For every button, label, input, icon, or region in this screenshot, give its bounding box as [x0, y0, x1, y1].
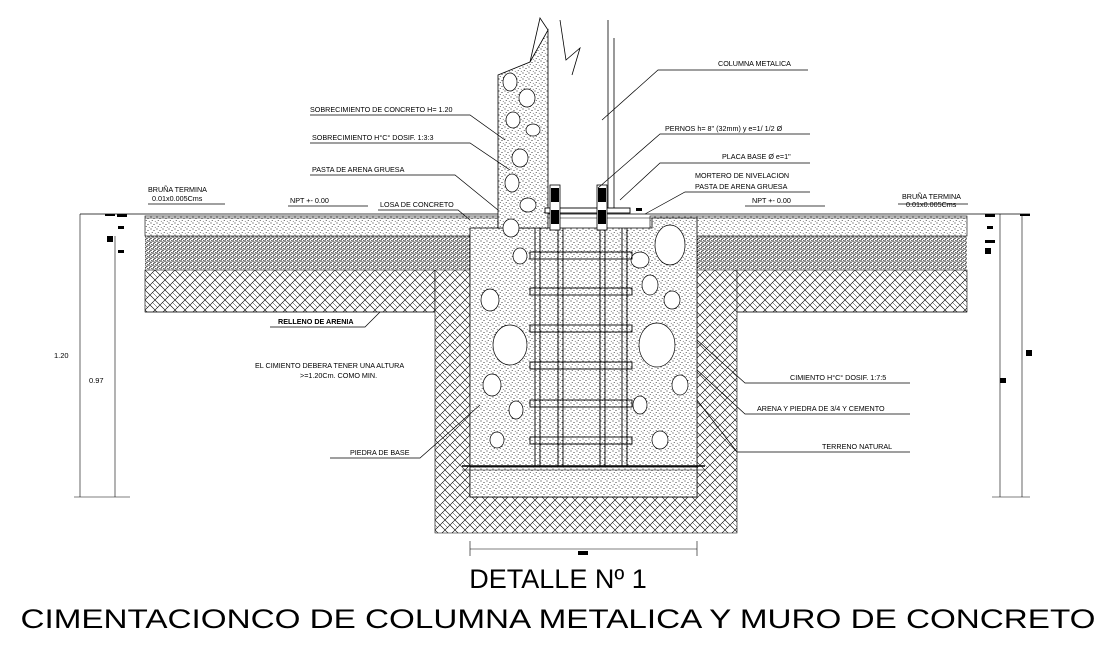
label-columna-metalica: COLUMNA METALICA	[718, 59, 791, 68]
ground-layers	[80, 213, 1030, 534]
label-mortero-2: PASTA DE ARENA GRUESA	[695, 182, 788, 191]
label-sobrecimiento-dosif: SOBRECIMIENTO H°C° DOSIF. 1:3:3	[312, 133, 433, 142]
label-placa-base: PLACA BASE Ø e=1"	[722, 152, 791, 161]
dimension-lines: 1.20 0.97	[54, 214, 1032, 556]
label-mortero-1: MORTERO DE NIVELACION	[695, 171, 789, 180]
label-bruna-left-1: BRUÑA TERMINA	[148, 185, 207, 194]
dim-inner: 0.97	[89, 376, 104, 385]
rebar-cage	[529, 228, 633, 466]
label-npt-right: NPT +- 0.00	[752, 196, 791, 205]
dim-outer: 1.20	[54, 351, 69, 360]
label-bruna-right-1: BRUÑA TERMINA	[902, 192, 961, 201]
label-nota-1: EL CIMIENTO DEBERA TENER UNA ALTURA	[255, 361, 404, 370]
title-line-2: CIMENTACIONCO DE COLUMNA METALICA Y MURO…	[21, 604, 1096, 634]
label-cimiento: CIMIENTO H°C° DOSIF. 1:7:5	[790, 373, 886, 382]
concrete-footing	[462, 17, 705, 498]
label-npt-left: NPT +- 0.00	[290, 196, 329, 205]
leader-lines	[148, 69, 968, 459]
label-bruna-right-2: 0.01x0.005Cms	[906, 200, 957, 209]
label-piedra-base: PIEDRA DE BASE	[350, 448, 410, 457]
label-pernos: PERNOS h= 8" (32mm) y e=1/ 1/2 Ø	[665, 124, 783, 133]
label-nota-2: >=1.20Cm. COMO MIN.	[300, 371, 377, 380]
drawing-title: DETALLE Nº 1 CIMENTACIONCO DE COLUMNA ME…	[21, 564, 1096, 634]
label-arena-piedra: ARENA Y PIEDRA DE 3/4 Y CEMENTO	[757, 404, 885, 413]
label-bruna-left-2: 0.01x0.005Cms	[152, 194, 203, 203]
label-sobrecimiento-concreto: SOBRECIMIENTO DE CONCRETO H= 1.20	[310, 105, 453, 114]
annotations: COLUMNA METALICA SOBRECIMIENTO DE CONCRE…	[148, 59, 961, 457]
title-line-1: DETALLE Nº 1	[469, 564, 646, 594]
label-pasta-arena: PASTA DE ARENA GRUESA	[312, 165, 405, 174]
label-relleno: RELLENO DE ARENIA	[278, 317, 354, 326]
label-terreno: TERRENO NATURAL	[822, 442, 892, 451]
label-losa: LOSA DE CONCRETO	[380, 200, 454, 209]
steel-column	[544, 19, 642, 231]
